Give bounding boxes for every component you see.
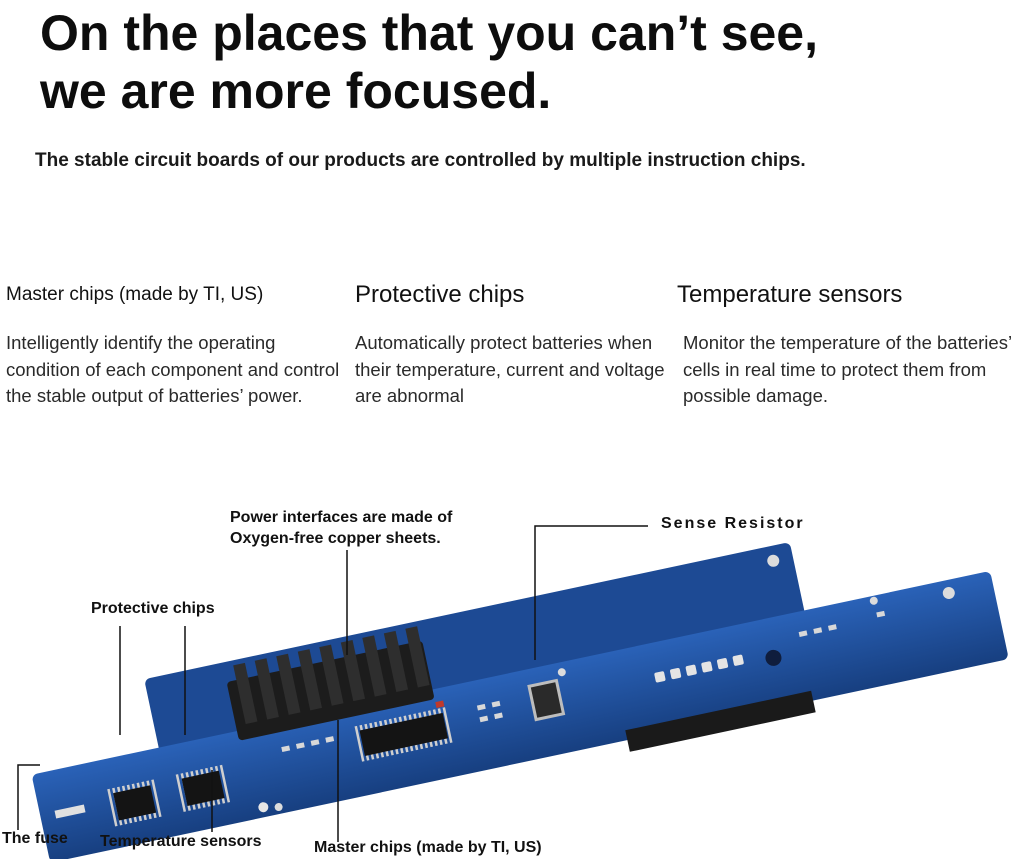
feature-description: Monitor the temperature of the batteries… bbox=[683, 332, 1012, 406]
feature-description: Intelligently identify the operating con… bbox=[6, 332, 340, 406]
led-pads bbox=[654, 654, 744, 683]
red-smd-led bbox=[435, 700, 445, 709]
callout-power-interfaces: Power interfaces are made of Oxygen-free… bbox=[230, 507, 510, 549]
callout-power-line-2: Oxygen-free copper sheets. bbox=[230, 530, 441, 547]
power-interface-connector bbox=[227, 626, 434, 741]
callout-protective-chips: Protective chips bbox=[91, 600, 215, 617]
fuse bbox=[54, 804, 86, 819]
callout-sense-resistor: Sense Resistor bbox=[661, 515, 805, 532]
feature-master-chips: Master chips (made by TI, US) Intelligen… bbox=[6, 278, 341, 410]
callout-power-line-1: Power interfaces are made of bbox=[230, 509, 453, 526]
sense-resistor bbox=[527, 678, 566, 722]
master-chip bbox=[353, 706, 454, 762]
subheadline: The stable circuit boards of our product… bbox=[35, 150, 806, 171]
smd-components bbox=[281, 610, 886, 753]
protective-chip-1 bbox=[106, 779, 164, 827]
callout-temperature-sensors: Temperature sensors bbox=[100, 833, 262, 850]
circuit-board-illustration bbox=[17, 525, 1008, 859]
feature-title: Temperature sensors bbox=[677, 281, 903, 308]
feature-temperature-sensors: Temperature sensors Monitor the temperat… bbox=[677, 278, 1022, 410]
callout-lines bbox=[17, 525, 648, 842]
protective-chip-2 bbox=[174, 764, 232, 813]
mount-hole-dark bbox=[765, 649, 782, 666]
pcb-front-board bbox=[32, 572, 1008, 859]
mounting-holes bbox=[274, 554, 955, 812]
callout-master-chips: Master chips (made by TI, US) bbox=[314, 839, 542, 856]
battery-connector bbox=[625, 690, 816, 752]
headline-line-2: we are more focused. bbox=[40, 63, 552, 119]
feature-protective-chips: Protective chips Automatically protect b… bbox=[355, 278, 665, 410]
temperature-sensor bbox=[258, 802, 269, 813]
feature-description: Automatically protect batteries when the… bbox=[355, 332, 665, 406]
callout-the-fuse: The fuse bbox=[2, 830, 68, 847]
feature-title: Protective chips bbox=[355, 281, 525, 308]
headline: On the places that you can’t see, we are… bbox=[40, 4, 1010, 120]
headline-line-1: On the places that you can’t see, bbox=[40, 5, 819, 61]
feature-title: Master chips (made by TI, US) bbox=[6, 284, 264, 305]
